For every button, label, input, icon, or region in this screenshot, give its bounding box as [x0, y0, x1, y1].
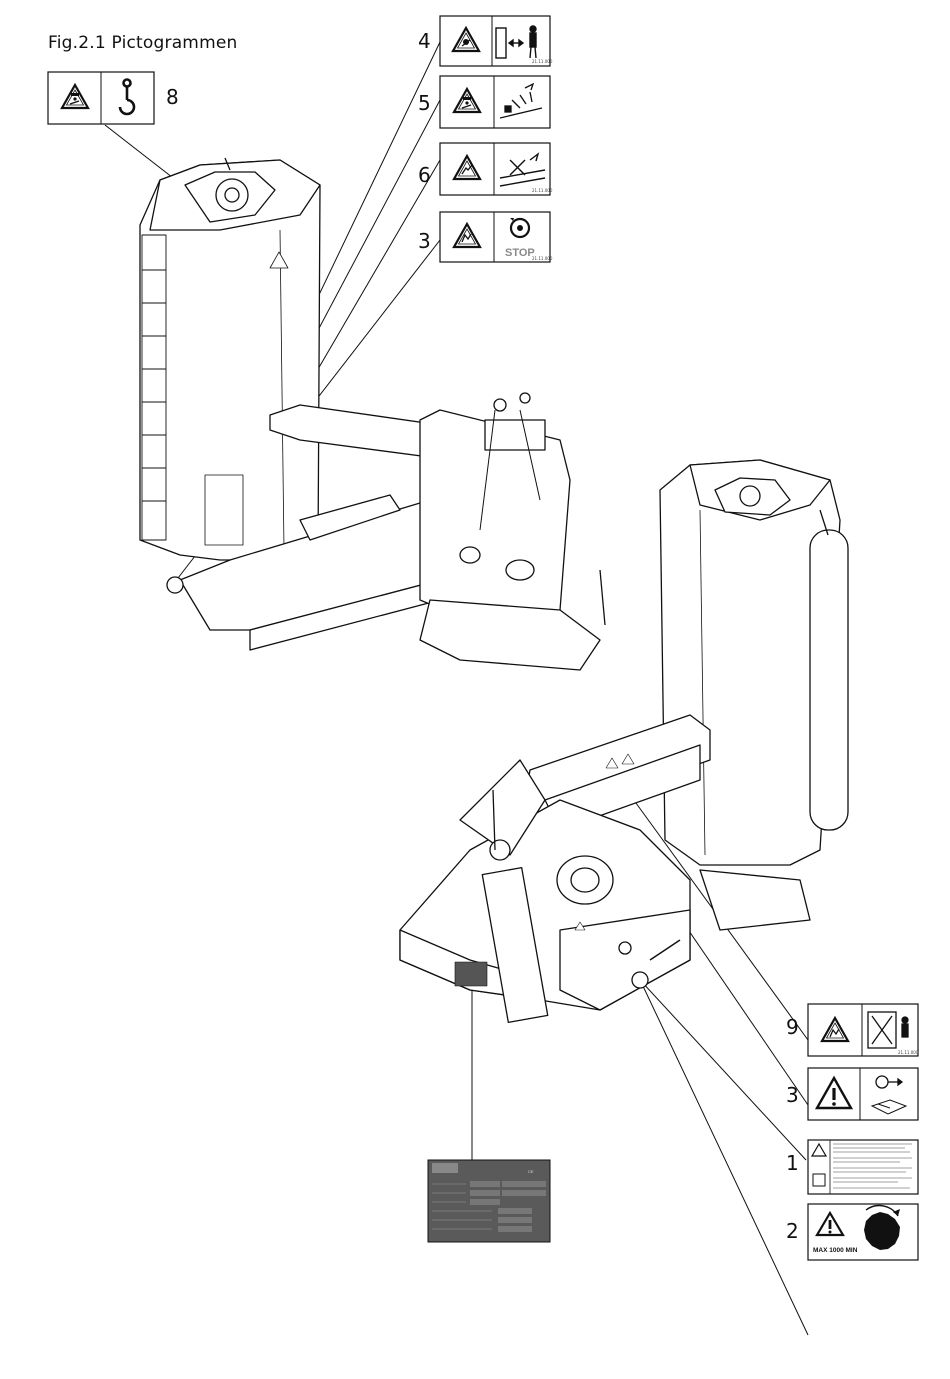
- pictogram-8: [48, 72, 154, 124]
- pictogram-3-bottom: [808, 1068, 918, 1120]
- svg-text:21.11.000: 21.11.000: [532, 59, 553, 64]
- pictogram-4: 21.11.000: [440, 16, 553, 66]
- callout-number-3-bottom: 3: [786, 1083, 799, 1107]
- ce-mark: CE: [528, 1169, 534, 1174]
- max-speed-label: MAX 1000 MIN: [813, 1247, 858, 1254]
- callout-number-3-top: 3: [418, 229, 431, 253]
- pictogram-5: [440, 76, 550, 128]
- pictogram-9: 21.11.000: [808, 1004, 919, 1056]
- pictogram-6: 21.11.000: [440, 143, 553, 195]
- callout-number-9: 9: [786, 1015, 799, 1039]
- pictogram-2: MAX 1000 MIN: [808, 1204, 918, 1260]
- hitch-data-plate: [455, 962, 487, 986]
- svg-text:21.11.000: 21.11.000: [898, 1050, 919, 1055]
- svg-text:21.11.000: 21.11.000: [532, 256, 553, 261]
- callout-number-2: 2: [786, 1219, 799, 1243]
- callout-number-4: 4: [418, 29, 431, 53]
- pictogram-3-top: STOP 21.11.000: [440, 212, 553, 262]
- callout-number-1: 1: [786, 1151, 799, 1175]
- stop-label: STOP: [505, 247, 535, 259]
- callout-number-8: 8: [166, 85, 179, 109]
- callout-number-5: 5: [418, 91, 431, 115]
- type-plate: CE: [428, 1160, 550, 1242]
- callout-number-6: 6: [418, 163, 431, 187]
- svg-text:21.11.000: 21.11.000: [532, 188, 553, 193]
- pictogram-1: [808, 1140, 918, 1194]
